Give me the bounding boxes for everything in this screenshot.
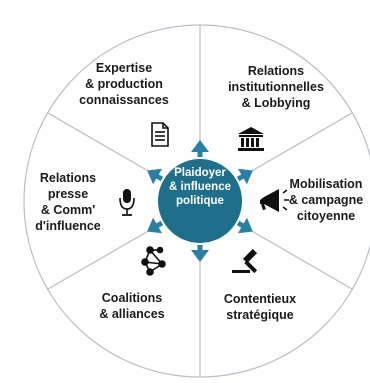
segment-line: stratégique bbox=[226, 308, 294, 322]
segment-line: presse bbox=[47, 187, 89, 201]
microphone-icon bbox=[119, 189, 135, 216]
arrow-down-stem bbox=[197, 242, 203, 252]
hub-label: Plaidoyer & influence politique bbox=[158, 166, 242, 238]
arrow-up-icon bbox=[191, 140, 209, 152]
segment-line: institutionnelles bbox=[228, 80, 324, 94]
segment-line: d'influence bbox=[35, 219, 101, 233]
segment-line: Coalitions bbox=[101, 291, 163, 305]
institution-icon bbox=[238, 127, 264, 151]
segment-label-presse: Relations presse & Comm' d'influence bbox=[20, 170, 116, 234]
network-icon bbox=[141, 246, 166, 276]
segment-line: Relations bbox=[247, 64, 305, 78]
segment-line: Contentieux bbox=[223, 292, 297, 306]
arrow-upper-right-icon bbox=[237, 168, 253, 185]
segment-line: Expertise bbox=[95, 61, 153, 75]
segment-line: Relations bbox=[39, 171, 97, 185]
segment-line: & Lobbying bbox=[241, 96, 311, 110]
segment-line: & Comm' bbox=[40, 203, 96, 217]
hub-line: & influence bbox=[169, 181, 231, 193]
arrow-lower-right-icon bbox=[237, 217, 253, 234]
segment-line: & campagne bbox=[288, 193, 364, 207]
megaphone-icon bbox=[260, 189, 289, 212]
segment-label-coalitions: Coalitions & alliances bbox=[84, 290, 180, 322]
arrow-lower-left-icon bbox=[147, 217, 163, 234]
document-icon bbox=[151, 122, 169, 147]
hub-circle bbox=[156, 157, 244, 245]
segment-label-expertise: Expertise & production connaissances bbox=[64, 60, 184, 108]
segment-line: connaissances bbox=[79, 93, 169, 107]
segment-label-lobbying: Relations institutionnelles & Lobbying bbox=[216, 63, 336, 111]
segment-line: Mobilisation bbox=[289, 177, 363, 191]
segment-label-contentieux: Contentieux stratégique bbox=[208, 291, 312, 323]
segment-line: citoyenne bbox=[296, 209, 356, 223]
arrow-down-icon bbox=[191, 250, 209, 262]
arrow-up-stem bbox=[197, 150, 203, 160]
hub-line: Plaidoyer bbox=[174, 167, 226, 179]
segment-line: & alliances bbox=[99, 307, 165, 321]
arrow-upper-left-icon bbox=[147, 168, 163, 185]
hub-line: politique bbox=[176, 195, 224, 207]
gavel-icon bbox=[232, 248, 258, 274]
segment-label-mobilisation: Mobilisation & campagne citoyenne bbox=[282, 176, 370, 224]
segment-line: & production bbox=[85, 77, 163, 91]
